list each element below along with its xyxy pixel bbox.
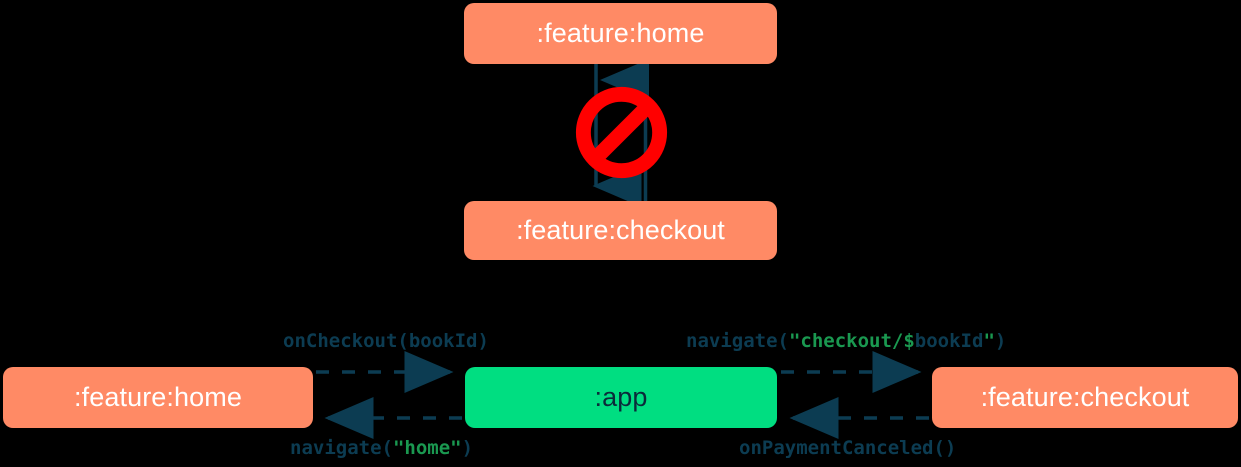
token-fn: navigate(	[290, 437, 393, 459]
node-label: :feature:home	[74, 382, 242, 412]
node-label: :feature:checkout	[516, 215, 725, 245]
edge-label-navigate-home: navigate("home")	[290, 437, 473, 459]
node-label: :feature:home	[536, 18, 705, 48]
token-paren: )	[461, 437, 474, 459]
node-feature-checkout-top[interactable]: :feature:checkout	[464, 201, 777, 260]
node-label: :feature:checkout	[980, 382, 1190, 412]
node-feature-checkout-bottom[interactable]: :feature:checkout	[932, 367, 1238, 428]
token-var: bookId	[914, 330, 984, 352]
edge-label-text: onPaymentCanceled()	[739, 437, 957, 459]
edge-label-text: onCheckout(bookId)	[283, 330, 489, 352]
node-feature-home-bottom[interactable]: :feature:home	[3, 367, 313, 428]
token-string-open: "checkout/$	[788, 330, 915, 352]
token-string-close: "	[983, 330, 995, 352]
no-entry-icon	[575, 86, 668, 179]
edge-label-on-payment-canceled: onPaymentCanceled()	[739, 437, 956, 459]
node-label: :app	[594, 382, 648, 412]
node-app[interactable]: :app	[465, 367, 777, 428]
edge-label-navigate-checkout: navigate("checkout/$bookId")	[686, 330, 1006, 352]
token-string: "home"	[392, 437, 462, 459]
edge-label-on-checkout: onCheckout(bookId)	[283, 330, 489, 352]
token-fn: navigate(	[686, 330, 789, 352]
node-feature-home-top[interactable]: :feature:home	[464, 3, 777, 64]
token-paren: )	[994, 330, 1007, 352]
